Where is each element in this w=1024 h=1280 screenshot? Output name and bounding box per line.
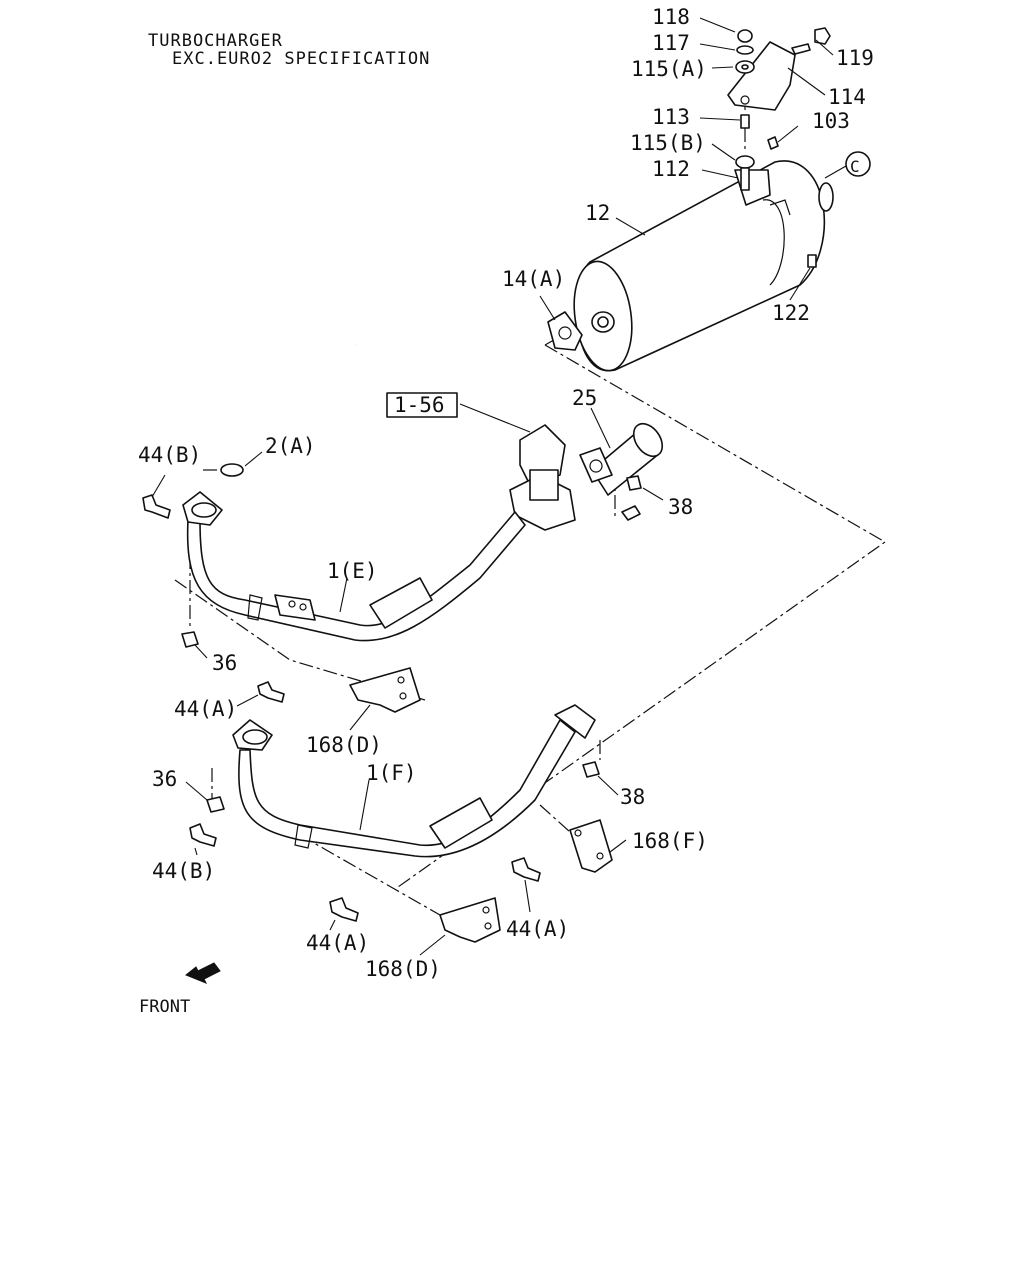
label-103: 103 (812, 109, 850, 133)
front-pipe-1e (182, 491, 526, 642)
label-38-bot: 38 (620, 785, 645, 809)
nut-36-bot (206, 796, 225, 813)
ref-box (386, 392, 458, 418)
front-label: FRONT (139, 997, 190, 1017)
label-36-top: 36 (212, 651, 237, 675)
bracket-168d-mid (349, 667, 421, 713)
bolt-44a-bot-left (329, 897, 359, 922)
gasket-14a (547, 311, 583, 351)
label-44a-bot-left: 44(A) (306, 931, 369, 955)
label-114: 114 (828, 85, 866, 109)
bolt-38-top (621, 505, 641, 521)
front-pipe-1f (232, 704, 596, 858)
circle-ref-label: C (850, 157, 860, 176)
label-168f: 168(F) (632, 829, 708, 853)
nut-36-top (181, 631, 199, 648)
label-2a: 2(A) (265, 434, 316, 458)
label-44a-bot-right: 44(A) (506, 917, 569, 941)
label-113: 113 (652, 105, 690, 129)
front-direction-arrow-icon (185, 962, 221, 984)
hanger-bracket-114 (727, 41, 796, 111)
label-14a: 14(A) (502, 267, 565, 291)
label-168d-mid: 168(D) (306, 733, 382, 757)
bolt-44b-bot (189, 823, 217, 847)
leader-lines (151, 17, 847, 956)
nut-38-bot (582, 761, 600, 778)
label-168d-bot: 168(D) (365, 957, 441, 981)
label-119: 119 (836, 46, 874, 70)
hanger-fasteners (735, 27, 831, 268)
circle-ref-marker (845, 151, 871, 177)
diagram-subtitle: EXC.EURO2 SPECIFICATION (172, 49, 430, 69)
ref-box-label: 1-56 (394, 393, 445, 417)
label-118: 118 (652, 5, 690, 29)
label-112: 112 (652, 157, 690, 181)
bracket-168f (569, 819, 613, 873)
bracket-168d-bot (439, 897, 501, 943)
label-44a-mid: 44(A) (174, 697, 237, 721)
diagram-title: TURBOCHARGER (148, 31, 283, 51)
bolt-44a-bot-right (511, 857, 541, 882)
label-12: 12 (585, 201, 610, 225)
bolt-44a-mid (257, 681, 285, 703)
pipe-25 (579, 422, 664, 496)
label-44b-top: 44(B) (138, 443, 201, 467)
label-25: 25 (572, 386, 597, 410)
flex-joint (509, 424, 576, 531)
muffler-12 (573, 160, 834, 372)
label-117: 117 (652, 31, 690, 55)
nut-38-top (626, 475, 642, 491)
label-38-top: 38 (668, 495, 693, 519)
label-44b-bot: 44(B) (152, 859, 215, 883)
label-1e: 1(E) (327, 559, 378, 583)
label-115b: 115(B) (630, 131, 706, 155)
gasket-2a (220, 463, 244, 477)
bolt-44b-top (142, 494, 171, 519)
label-122: 122 (772, 301, 810, 325)
label-1f: 1(F) (366, 761, 417, 785)
label-36-bot: 36 (152, 767, 177, 791)
label-115a: 115(A) (631, 57, 707, 81)
